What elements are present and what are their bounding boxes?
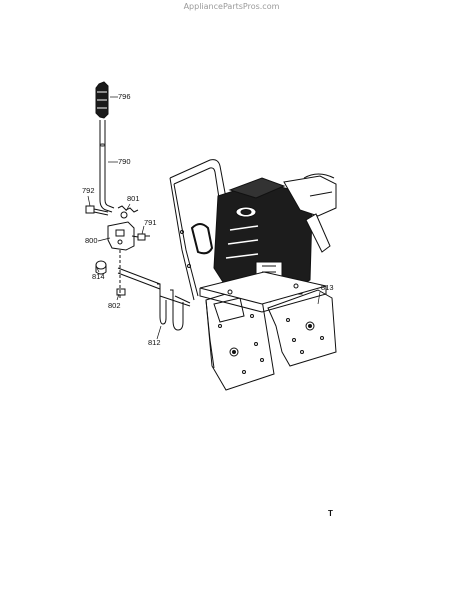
leader-lines (87, 96, 321, 340)
callout-800: 800 (85, 236, 98, 245)
watermark-text: AppliancePartsPros.com (183, 2, 280, 11)
figure-mark: T (328, 509, 333, 518)
shift-linkage (116, 250, 161, 300)
callout-814: 814 (92, 272, 105, 281)
shift-rod (99, 120, 115, 213)
shift-bracket (107, 221, 135, 251)
drive-belt (190, 223, 214, 255)
bracket-fastener (131, 233, 150, 241)
pivot-spring (117, 205, 139, 219)
callout-813: 813 (321, 283, 334, 292)
engine (213, 173, 337, 303)
callout-796: 796 (118, 92, 131, 101)
callout-812: 812 (148, 338, 161, 347)
callout-792: 792 (82, 186, 95, 195)
bushing (95, 260, 107, 275)
callout-801: 801 (127, 194, 140, 203)
right-side-plate (267, 289, 337, 367)
callout-791: 791 (144, 218, 157, 227)
handle-frame (169, 159, 227, 301)
rod-bolt (85, 205, 109, 216)
shift-lever-grip (95, 81, 109, 119)
cross-frame (199, 271, 327, 313)
shift-arms (157, 283, 191, 331)
callout-802: 802 (108, 301, 121, 310)
callout-790: 790 (118, 157, 131, 166)
